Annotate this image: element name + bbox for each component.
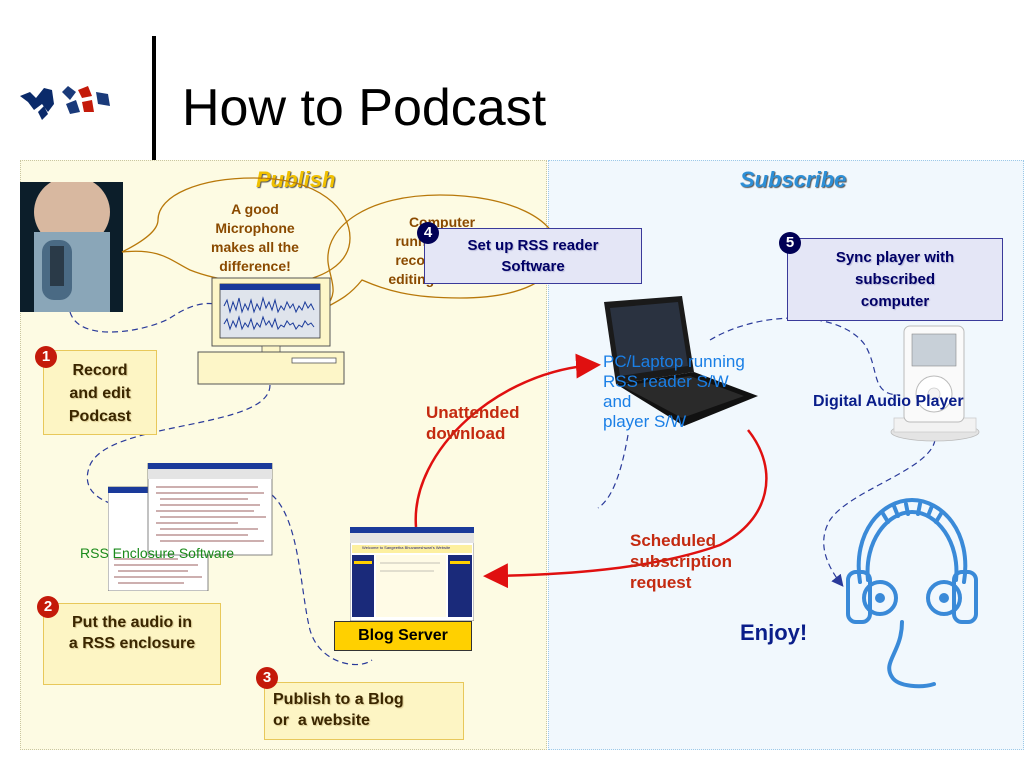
blog-server-box: Blog Server [334,621,472,651]
digital-audio-player-label: Digital Audio Player [813,393,964,410]
desktop-computer-icon [197,277,345,385]
step-3-box: Publish to a Blog or a website [264,682,464,740]
laptop-icon [604,296,758,426]
scheduled-request-label: Scheduled subscription request [630,531,733,592]
step-4-number: 4 [417,222,439,244]
rss-enclosure-software-screenshot [108,463,273,591]
arrow-scheduled-request [483,429,768,589]
dashed-rss-to-blog [271,494,373,666]
step-2-number: 2 [37,596,59,618]
step-5-number: 5 [779,232,801,254]
step-1-box: Record and edit Podcast [43,350,157,435]
dashed-mic-to-computer [69,302,225,333]
subscribe-heading: Subscribe [740,167,847,192]
microphone-bubble [121,177,351,284]
title-divider [152,36,156,178]
arrow-unattended-download [414,353,601,528]
step-5-box: Sync player with subscribed computer [787,238,1003,321]
step-4-box: Set up RSS reader Software [424,228,642,284]
step-1-number: 1 [35,346,57,368]
pc-laptop-label: PC/Laptop running RSS reader S/W and pla… [603,352,745,431]
blog-window-title: Welcome to Sangeetha Bhuvaneshwari's Web… [362,545,451,550]
headphones-icon [846,497,978,689]
rss-enclosure-software-label: RSS Enclosure Software [80,545,235,561]
microphone-bubble-text: A good Microphone makes all the differen… [211,201,299,274]
unattended-download-label: Unattended download [426,403,520,443]
publish-heading: Publish [256,167,336,192]
dashed-laptop-to-bottom [597,434,629,509]
dashed-laptop-to-player [709,317,901,396]
step-3-number: 3 [256,667,278,689]
page-title: How to Podcast [182,79,547,137]
company-logo [20,86,110,120]
digital-audio-player-icon [890,325,980,442]
step-2-box: Put the audio in a RSS enclosure [43,603,221,685]
dashed-player-to-headphones [823,439,936,587]
blog-website-screenshot [350,527,474,621]
enjoy-label: Enjoy! [740,620,808,645]
person-with-microphone-photo [20,182,123,312]
